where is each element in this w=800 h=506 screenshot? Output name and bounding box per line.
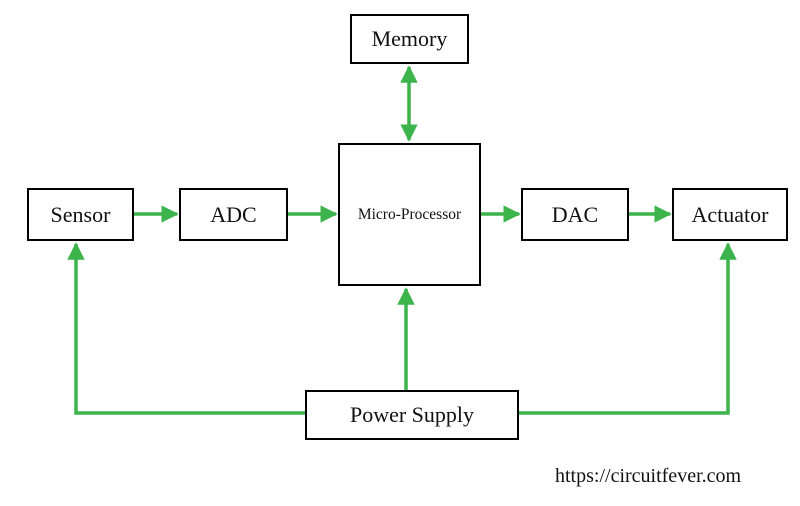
sensor-block: Sensor <box>27 188 134 241</box>
sensor-label: Sensor <box>50 201 111 227</box>
memory-block: Memory <box>350 14 469 64</box>
arrow-power-to-actuator <box>519 242 737 415</box>
memory-label: Memory <box>371 26 448 51</box>
microprocessor-label: Micro-Processor <box>357 205 462 223</box>
adc-block: ADC <box>179 188 288 241</box>
source-url: https://circuitfever.com <box>555 465 742 487</box>
power-supply-block: Power Supply <box>305 390 519 440</box>
dac-label: DAC <box>551 201 599 227</box>
arrow-power-to-sensor <box>67 242 305 415</box>
power-supply-label: Power Supply <box>349 402 475 427</box>
dac-block: DAC <box>521 188 629 241</box>
actuator-label: Actuator <box>691 201 769 227</box>
actuator-block: Actuator <box>672 188 788 241</box>
adc-label: ADC <box>210 201 257 227</box>
microprocessor-block: Micro-Processor <box>338 143 481 286</box>
